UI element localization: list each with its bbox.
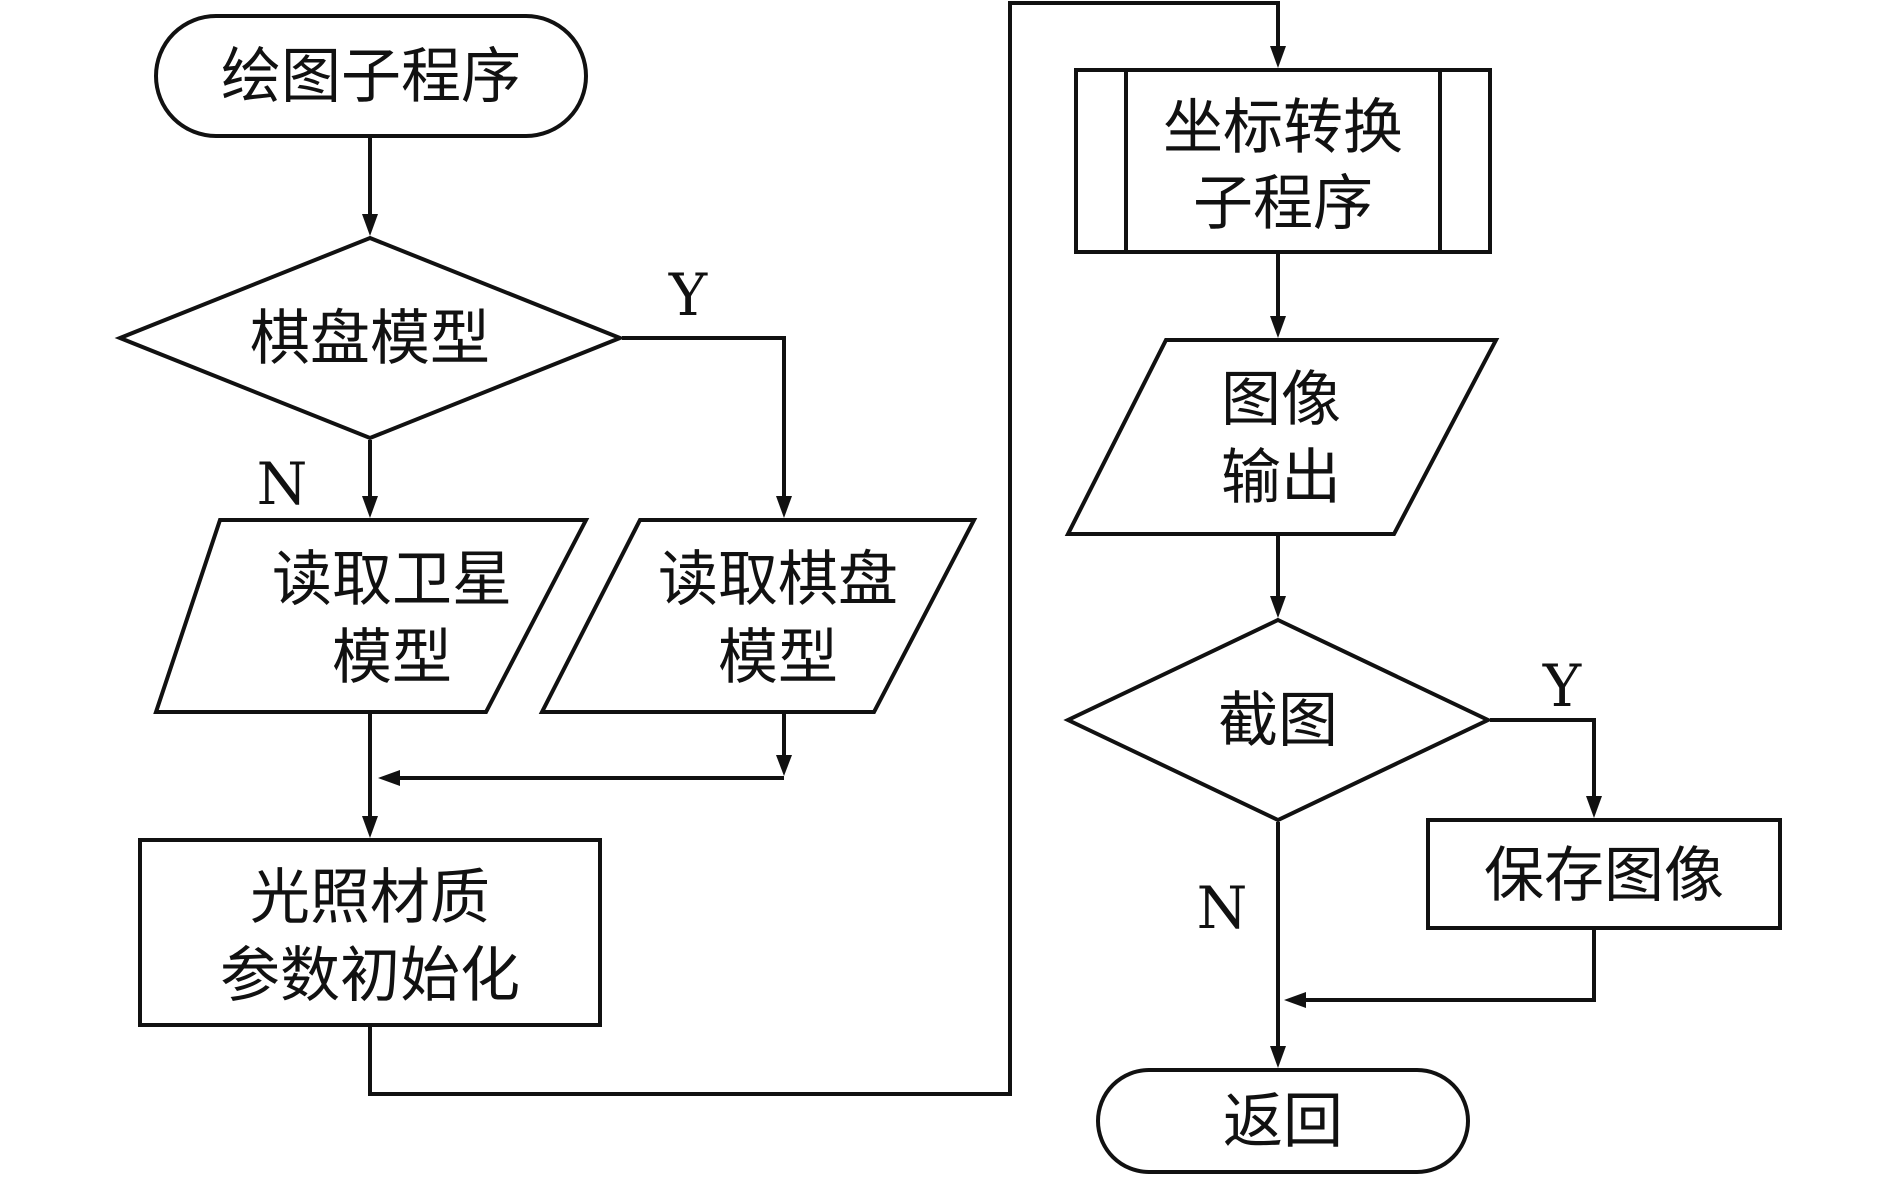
arrowhead bbox=[1284, 992, 1306, 1008]
read-board-label-line2: 模型 bbox=[718, 623, 838, 693]
edge-save-merge bbox=[1306, 928, 1596, 1002]
start-label: 绘图子程序 bbox=[221, 42, 521, 112]
init-lighting-material-params: 光照材质 参数初始化 bbox=[138, 838, 602, 1027]
image-output: 图像 输出 bbox=[1064, 338, 1500, 536]
decision-label: 棋盘模型 bbox=[250, 304, 490, 374]
arrowhead bbox=[776, 496, 792, 518]
no-label: N bbox=[257, 450, 308, 518]
decision-shape bbox=[114, 235, 626, 441]
terminator-shape bbox=[1096, 1068, 1470, 1174]
arrowhead bbox=[362, 816, 378, 838]
screenshot-label: 截图 bbox=[1218, 686, 1338, 756]
return-label: 返回 bbox=[1223, 1087, 1343, 1157]
output-label-line2: 输出 bbox=[1221, 443, 1341, 513]
terminator-shape bbox=[154, 14, 588, 138]
io-shape bbox=[153, 518, 590, 714]
read-satellite-model: 读取卫星 模型 bbox=[153, 518, 590, 714]
yes-label: Y bbox=[1542, 652, 1582, 720]
transform-label-line1: 坐标转换 bbox=[1163, 93, 1403, 163]
decision-shape bbox=[1063, 617, 1493, 823]
return-terminator: 返回 bbox=[1096, 1068, 1470, 1174]
arrowhead bbox=[378, 770, 400, 786]
arrowhead bbox=[1270, 316, 1286, 338]
edge-init-to-transform bbox=[368, 1, 1280, 1096]
arrowhead bbox=[1586, 796, 1602, 818]
connectors bbox=[362, 1, 1602, 1096]
process-shape bbox=[1426, 818, 1782, 930]
arrowhead bbox=[362, 496, 378, 518]
decision-checkerboard-model: 棋盘模型 bbox=[114, 235, 626, 441]
read-satellite-label-line1: 读取卫星 bbox=[272, 545, 512, 615]
save-image: 保存图像 bbox=[1426, 818, 1782, 930]
arrowhead bbox=[362, 214, 378, 236]
read-board-label-line1: 读取棋盘 bbox=[658, 545, 898, 615]
transform-label-line2: 子程序 bbox=[1193, 169, 1373, 239]
start-terminator: 绘图子程序 bbox=[154, 14, 588, 138]
init-label-line2: 参数初始化 bbox=[220, 941, 520, 1011]
arrowhead bbox=[776, 755, 792, 776]
io-shape bbox=[538, 518, 978, 714]
io-shape bbox=[1064, 338, 1500, 536]
edge-decision-yes bbox=[622, 336, 786, 496]
no-label: N bbox=[1197, 874, 1248, 942]
output-label-line1: 图像 bbox=[1221, 365, 1341, 435]
save-image-label: 保存图像 bbox=[1484, 841, 1724, 911]
read-satellite-label-line2: 模型 bbox=[332, 623, 452, 693]
edge-screenshot-yes bbox=[1490, 718, 1596, 796]
yes-label: Y bbox=[668, 261, 708, 329]
read-checkerboard-model: 读取棋盘 模型 bbox=[538, 518, 978, 714]
coordinate-transform-subroutine: 坐标转换 子程序 bbox=[1074, 68, 1492, 254]
arrowhead bbox=[1270, 596, 1286, 618]
process-shape bbox=[138, 838, 602, 1027]
decision-screenshot: 截图 bbox=[1063, 617, 1493, 823]
arrowhead bbox=[1270, 1046, 1286, 1068]
init-label-line1: 光照材质 bbox=[250, 863, 490, 933]
subroutine-shape bbox=[1074, 68, 1492, 254]
arrowhead bbox=[1270, 46, 1286, 68]
